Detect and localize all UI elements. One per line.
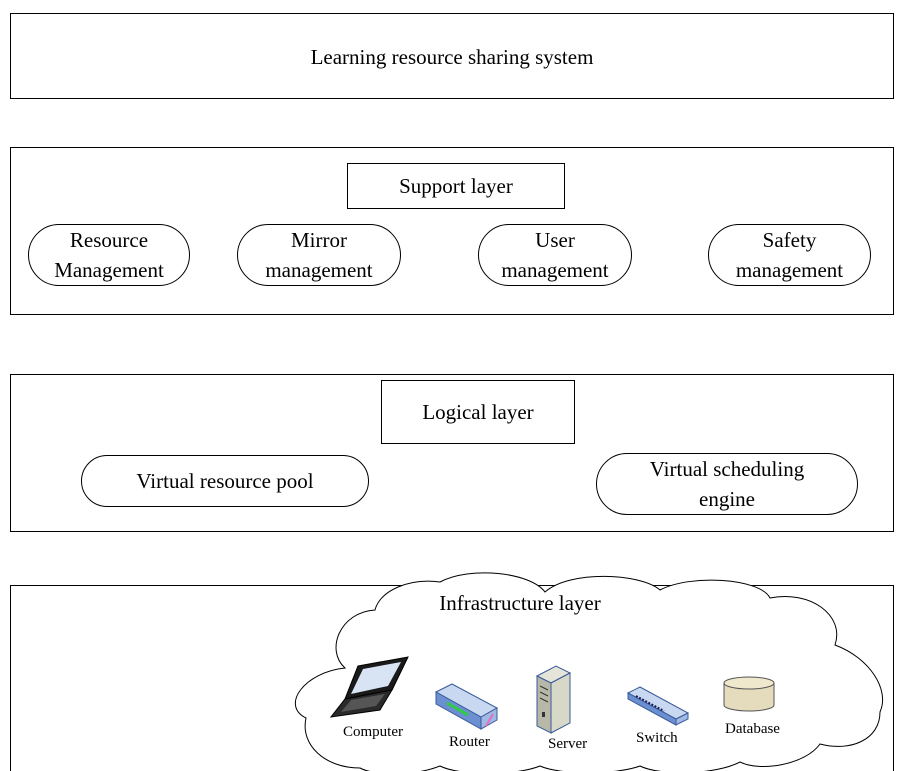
safety-management-module: Safety management bbox=[708, 224, 871, 286]
mirror-management-module: Mirror management bbox=[237, 224, 401, 286]
cloud-outline bbox=[294, 572, 884, 771]
engine-line2: engine bbox=[699, 487, 755, 511]
module-line2: management bbox=[735, 258, 844, 282]
server-icon bbox=[535, 665, 572, 734]
resource-management-module: Resource Management bbox=[28, 224, 190, 286]
database-label: Database bbox=[725, 721, 780, 737]
virtual-resource-pool: Virtual resource pool bbox=[81, 455, 369, 507]
system-title: Learning resource sharing system bbox=[310, 45, 594, 69]
module-line1: Safety bbox=[762, 228, 817, 252]
switch-icon bbox=[626, 686, 690, 726]
infrastructure-layer-title: Infrastructure layer bbox=[439, 591, 601, 615]
router-label: Router bbox=[449, 734, 490, 750]
logical-layer-title: Logical layer bbox=[381, 380, 575, 444]
support-layer-title: Support layer bbox=[347, 163, 565, 209]
logical-layer: Logical layer Virtual resource pool Virt… bbox=[10, 374, 894, 532]
support-layer: Support layer Resource Management Mirror… bbox=[10, 147, 894, 315]
user-management-module: User management bbox=[478, 224, 632, 286]
virtual-scheduling-engine: Virtual scheduling engine bbox=[596, 453, 858, 515]
module-line2: management bbox=[265, 258, 373, 282]
engine-line1: Virtual scheduling bbox=[649, 457, 805, 481]
computer-label: Computer bbox=[343, 724, 403, 740]
module-line1: User bbox=[535, 228, 575, 252]
system-layer: Learning resource sharing system bbox=[10, 13, 894, 99]
server-label: Server bbox=[548, 736, 588, 752]
module-line2: Management bbox=[54, 258, 164, 282]
module-line1: Mirror bbox=[291, 228, 347, 252]
module-line2: management bbox=[501, 258, 609, 282]
router-icon bbox=[434, 683, 499, 730]
module-line1: Resource bbox=[69, 228, 149, 252]
database-icon bbox=[723, 676, 775, 712]
switch-label: Switch bbox=[636, 730, 678, 746]
computer-icon bbox=[329, 656, 409, 718]
pool-label: Virtual resource pool bbox=[136, 469, 314, 493]
